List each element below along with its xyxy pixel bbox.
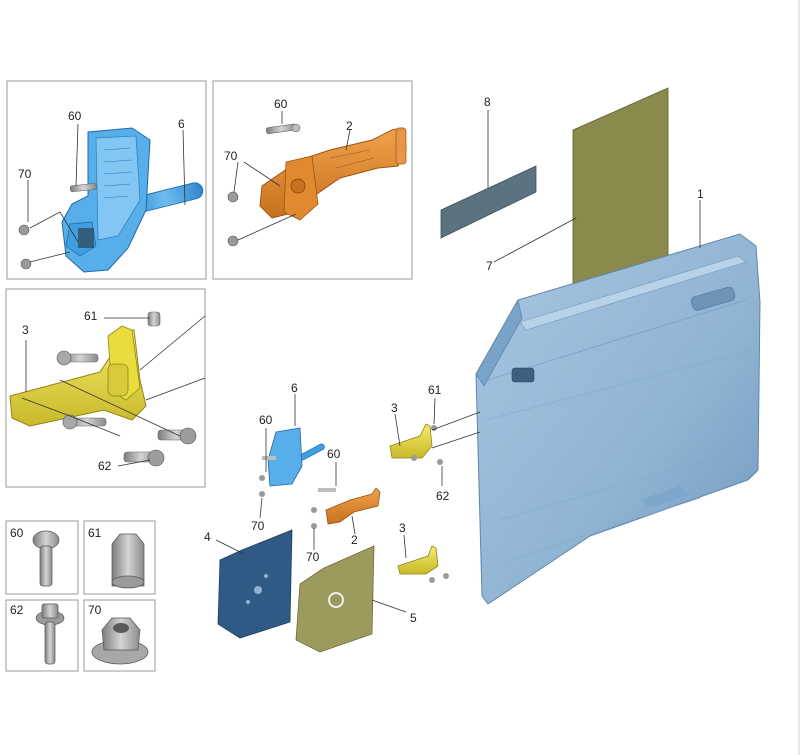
flange-bolt-icon [35, 603, 65, 665]
torx-nut-icon [111, 533, 145, 589]
screw-60-icon [265, 123, 301, 134]
leader-line [431, 411, 481, 431]
part-label-60: 60 [259, 413, 273, 427]
legend-number: 62 [10, 603, 24, 617]
detail-box-frame [212, 80, 413, 280]
hinge-3-upper [389, 411, 481, 465]
leader-line [259, 497, 263, 519]
leader-line [403, 534, 407, 559]
hinge-3-lower [397, 545, 449, 583]
fastener-legend: 60 61 62 70 [5, 520, 156, 672]
leader-line [243, 161, 281, 187]
nut-61-icon [147, 311, 161, 327]
leader-line [117, 459, 151, 467]
nut-70-icon [227, 191, 239, 247]
leader-line [29, 251, 71, 263]
part-label-3: 3 [22, 323, 29, 337]
leader-line [75, 123, 79, 187]
part-label-6: 6 [178, 117, 185, 131]
door-shell-1 [475, 233, 761, 605]
part-label-70: 70 [251, 519, 265, 533]
part-label-7: 7 [486, 259, 493, 273]
check-link-icon [259, 127, 407, 221]
part-label-61: 61 [84, 309, 98, 323]
part-label-3: 3 [391, 401, 398, 415]
detail-box-frame [5, 288, 206, 488]
torx-screw-icon [32, 530, 60, 587]
detail-box-check-arm: 6 60 70 [6, 80, 207, 280]
part-label-1: 1 [697, 187, 704, 201]
part-label-5: 5 [410, 611, 417, 625]
leader-line [351, 515, 356, 535]
legend-number: 60 [10, 526, 24, 540]
part-label-4: 4 [204, 530, 211, 544]
leader-line [145, 377, 206, 401]
part-label-61: 61 [428, 383, 442, 397]
leader-line [29, 211, 79, 243]
part-label-70: 70 [18, 167, 32, 181]
leader-line [345, 129, 351, 151]
hinge-icon [9, 325, 147, 427]
screw-60-icon [69, 183, 97, 193]
part-label-62: 62 [436, 489, 450, 503]
part-label-60: 60 [274, 97, 288, 111]
foil-5 [295, 545, 375, 653]
leader-line [431, 431, 481, 449]
legend-cell-70: 70 [83, 599, 156, 672]
part-label-2: 2 [351, 533, 358, 547]
part-label-8: 8 [484, 95, 491, 109]
check-link-2 [311, 487, 381, 529]
part-label-2: 2 [346, 119, 353, 133]
legend-cell-61: 61 [83, 520, 156, 595]
leader-line [394, 413, 401, 447]
detail-box-check-link: 60 2 70 [212, 80, 413, 280]
foil-4 [217, 529, 293, 639]
part-label-62: 62 [98, 459, 112, 473]
leader-line [59, 379, 181, 437]
leader-line [21, 397, 121, 437]
check-arm-icon [61, 127, 204, 273]
bolt-62-icon [56, 350, 197, 467]
detail-box-frame [6, 80, 207, 280]
flange-nut-icon [91, 617, 149, 665]
leader-line [433, 397, 436, 425]
leader-line [237, 213, 297, 241]
check-arm-6 [259, 427, 325, 497]
leader-line [233, 161, 239, 193]
legend-number: 70 [88, 603, 102, 617]
part-label-70: 70 [306, 550, 320, 564]
part-label-3: 3 [399, 521, 406, 535]
legend-number: 61 [88, 526, 102, 540]
part-label-60: 60 [68, 109, 82, 123]
part-label-6: 6 [291, 381, 298, 395]
leader-line [215, 539, 245, 555]
leader-line [371, 599, 407, 613]
legend-cell-62: 62 [5, 599, 79, 672]
leader-line [139, 315, 206, 371]
legend-cell-60: 60 [5, 520, 79, 595]
nut-70-icon [18, 224, 32, 270]
detail-box-hinge: 3 61 62 [5, 288, 206, 488]
foil-8 [440, 165, 537, 239]
leader-line [182, 129, 186, 206]
part-label-70: 70 [224, 149, 238, 163]
leader-line [493, 217, 577, 263]
part-label-60: 60 [327, 447, 341, 461]
